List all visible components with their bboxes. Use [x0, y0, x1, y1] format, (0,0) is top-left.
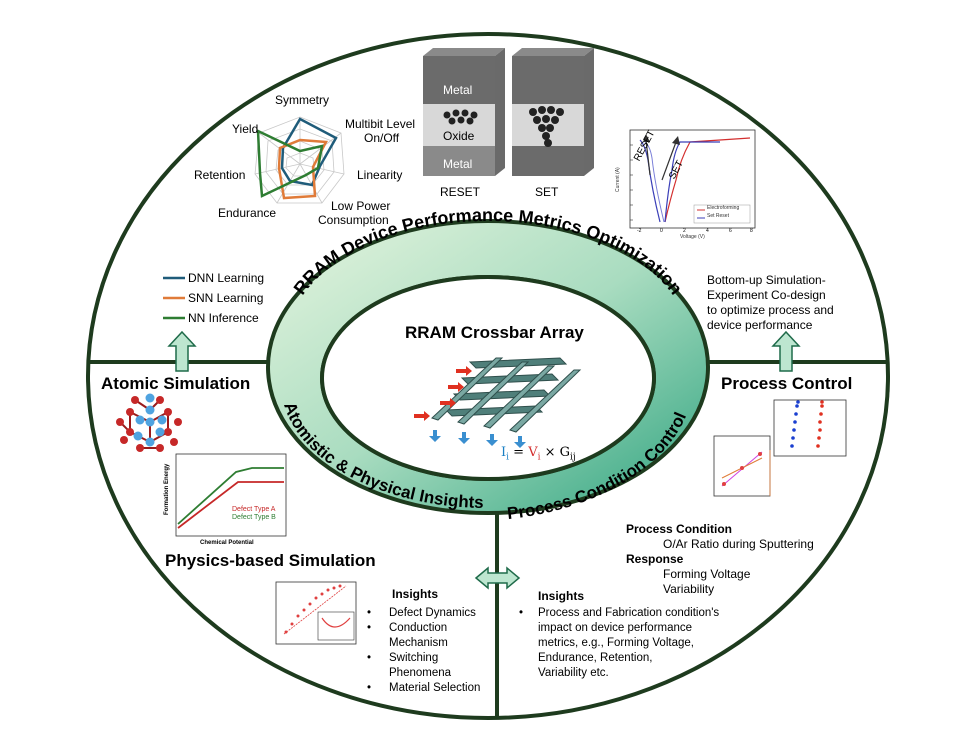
insight-line: Endurance, Retention,	[538, 652, 653, 664]
device-label-metal-top: Metal	[443, 83, 473, 97]
radar-label-retention: Retention	[194, 168, 246, 182]
atomic-structure	[116, 393, 182, 452]
radar-series-dnn	[280, 117, 338, 187]
formation-xlabel: Chemical Potential	[200, 540, 254, 546]
insights-right-title: Insights	[538, 589, 585, 603]
codesign-line: Experiment Co-design	[707, 288, 826, 302]
formula-times: ×	[540, 445, 560, 460]
radar-label-consumption: Consumption	[318, 213, 389, 227]
legend-snn: SNN Learning	[188, 291, 264, 305]
iv-legend-set-reset: Set Reset	[707, 213, 729, 219]
formation-ylabel: Formation Energy	[164, 463, 170, 515]
codesign-line: device performance	[707, 318, 813, 332]
insights-right-text: •Process and Fabrication condition's imp…	[519, 606, 719, 681]
device-label-set: SET	[535, 185, 559, 199]
iv-legend-electroforming: Electroforming	[707, 205, 740, 211]
iv-xtick-0: -2	[637, 228, 642, 234]
codesign-line: to optimize process and	[707, 303, 834, 317]
radar-label-linearity: Linearity	[357, 168, 403, 182]
formula-equals: =	[509, 445, 529, 460]
codesign-line: Bottom-up Simulation-	[707, 273, 826, 287]
iv-xtick-4: 6	[729, 228, 732, 234]
formula-conductance-sub: ij	[570, 452, 576, 463]
radar-label-symmetry: Symmetry	[275, 93, 329, 107]
radar-label-multibit: Multibit Level	[345, 117, 416, 131]
physics-simulation-title: Physics-based Simulation	[165, 551, 376, 570]
response-title: Response	[626, 552, 684, 566]
insight-item-cont: Mechanism	[389, 637, 448, 649]
radar-label-onoff: On/Off	[364, 131, 400, 145]
radar-label-yield: Yield	[232, 122, 259, 136]
device-reset	[423, 48, 505, 176]
insight-item: •Switching	[367, 652, 439, 664]
formation-energy-plot	[175, 453, 287, 537]
formation-legend-a: Defect Type A	[232, 506, 276, 513]
radar-series-nn-inference	[256, 128, 324, 198]
radar-series-snn	[277, 138, 328, 200]
insight-item-cont: Phenomena	[389, 667, 452, 679]
device-set	[512, 48, 594, 176]
iv-plot	[629, 129, 756, 229]
crossbar-array	[414, 357, 582, 448]
iv-xlabel: Voltage (V)	[680, 234, 705, 240]
response-variability: Variability	[663, 582, 715, 596]
insight-line: •Process and Fabrication condition's	[519, 607, 720, 619]
iv-xtick-2: 2	[683, 228, 686, 234]
device-label-reset: RESET	[440, 185, 481, 199]
insight-item: •Defect Dynamics	[367, 607, 476, 619]
process-control-title: Process Control	[721, 374, 853, 393]
legend-nn-inference: NN Inference	[188, 311, 259, 325]
crossbar-title: RRAM Crossbar Array	[405, 323, 584, 342]
insight-item: •Material Selection	[367, 682, 481, 694]
crossbar-formula: Ii = Vi × Gij	[501, 445, 576, 463]
response-forming-voltage: Forming Voltage	[663, 567, 751, 581]
atomic-simulation-title: Atomic Simulation	[101, 374, 251, 393]
device-label-oxide: Oxide	[443, 129, 475, 143]
double-arrow-bottom	[474, 566, 521, 590]
radar-label-endurance: Endurance	[218, 206, 277, 220]
insights-left-list: •Defect Dynamics •Conduction Mechanism •…	[367, 606, 480, 696]
cumulative-plot	[773, 399, 847, 457]
up-arrow-left	[167, 330, 197, 372]
outer-ellipse	[86, 32, 890, 720]
formula-conductance: G	[559, 445, 571, 460]
conduction-plot	[275, 581, 357, 645]
up-arrow-right	[771, 330, 801, 372]
codesign-text: Bottom-up Simulation- Experiment Co-desi…	[707, 273, 834, 333]
insights-left-title: Insights	[392, 587, 439, 601]
insight-line: impact on device performance	[538, 622, 693, 634]
formula-current-sub: i	[506, 452, 510, 463]
process-condition-title: Process Condition	[626, 522, 733, 536]
legend-dnn: DNN Learning	[188, 271, 265, 285]
device-label-metal-bottom: Metal	[443, 157, 473, 171]
radar-label-low-power: Low Power	[331, 199, 391, 213]
radar-chart	[254, 116, 345, 204]
insight-item: •Conduction	[367, 622, 448, 634]
insight-line: Variability etc.	[538, 667, 609, 679]
process-condition-value: O/Ar Ratio during Sputtering	[663, 537, 814, 551]
formation-legend-b: Defect Type B	[232, 514, 276, 521]
iv-xtick-1: 0	[660, 228, 663, 234]
iv-xtick-5: 8	[750, 228, 753, 234]
iv-ylabel: Current (A)	[615, 167, 621, 192]
formula-current: I	[501, 445, 507, 460]
iv-xtick-3: 4	[706, 228, 709, 234]
formula-voltage: V	[528, 445, 538, 460]
formula-voltage-sub: i	[537, 452, 541, 463]
forming-voltage-plot	[713, 435, 771, 497]
insight-line: metrics, e.g., Forming Voltage,	[538, 637, 694, 649]
